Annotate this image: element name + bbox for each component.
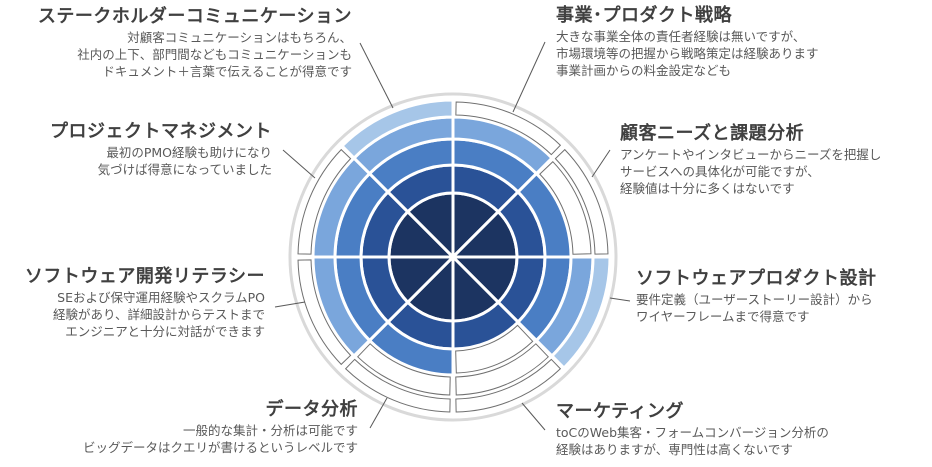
- label-product-design: ソフトウェアプロダクト設計 要件定義（ユーザーストーリー設計）から ワイヤーフレ…: [636, 267, 877, 325]
- skill-cell-empty: [539, 161, 592, 255]
- leader-line: [282, 149, 316, 179]
- skill-cell-filled: [339, 98, 455, 161]
- skill-cell-empty: [455, 324, 534, 374]
- label-desc: エンジニアと十分に対話ができます: [65, 324, 265, 339]
- label-title: ステークホルダーコミュニケーション: [37, 6, 352, 27]
- label-title: 顧客ニーズと課題分析: [620, 123, 805, 144]
- skill-cell-empty: [455, 358, 562, 413]
- label-customer-needs: 顧客ニーズと課題分析 アンケートやインタビューからニーズを把握し サービスへの具…: [620, 122, 881, 197]
- skill-cell-empty: [297, 148, 352, 255]
- label-desc: 最初のPMO経験も助けになり: [106, 145, 272, 160]
- label-title: ソフトウェア開発リテラシー: [24, 266, 265, 287]
- leader-line: [359, 42, 394, 109]
- label-data-analysis: データ分析 一般的な集計・分析は可能です ビッグデータはクエリが書けるというレベ…: [83, 398, 358, 456]
- leader-line: [512, 41, 546, 113]
- label-desc: 経験があり、詳細設計からテストまで: [52, 307, 265, 322]
- label-title: プロジェクトマネジメント: [50, 121, 272, 142]
- label-desc: 一般的な集計・分析は可能です: [182, 423, 358, 438]
- label-stakeholder-communication: ステークホルダーコミュニケーション 対顧客コミュニケーションはもちろん、 社内の…: [38, 5, 352, 80]
- skill-cell-empty: [297, 259, 352, 366]
- label-title: マーケティング: [556, 401, 685, 422]
- leader-line: [591, 149, 611, 178]
- leader-line: [609, 297, 631, 302]
- label-marketing: マーケティング toCのWeb集客・フォームコンバージョン分析の 経験はあります…: [556, 400, 829, 458]
- skill-cell-empty: [455, 343, 549, 396]
- label-title: データ分析: [265, 399, 358, 420]
- label-business-strategy: 事業･プロダクト戦略 大きな事業全体の責任者経験は無いですが、 市場環境等の把握…: [556, 4, 819, 79]
- label-desc: 市場環境等の把握から戦略策定は経験あります: [556, 46, 819, 61]
- skill-cell-filled: [549, 255, 612, 371]
- label-desc: 社内の上下、部門間などもコミュニケーションも: [77, 47, 352, 62]
- label-desc: 経験はありますが、専門性は高くないです: [556, 442, 793, 457]
- label-desc: 大きな事業全体の責任者経験は無いですが、: [556, 29, 806, 44]
- skill-cell-empty: [357, 343, 451, 396]
- label-desc: サービスへの具体化が可能ですが、: [620, 164, 820, 179]
- outer-ring: [288, 92, 618, 422]
- skill-cell-empty: [344, 358, 451, 413]
- skill-cell-empty: [554, 148, 609, 255]
- label-desc: toCのWeb集客・フォームコンバージョン分析の: [556, 425, 829, 440]
- label-desc: SEおよび保守運用経験やスクラムPO: [57, 290, 265, 305]
- label-title: ソフトウェアプロダクト設計: [636, 268, 877, 289]
- label-desc: 事業計画からの料金設定なども: [556, 63, 732, 78]
- label-dev-literacy: ソフトウェア開発リテラシー SEおよび保守運用経験やスクラムPO 経験があり、詳…: [25, 265, 265, 340]
- label-desc: 経験値は十分に多くはないです: [620, 181, 795, 196]
- label-desc: 要件定義（ユーザーストーリー設計）から: [636, 292, 873, 307]
- label-desc: ワイヤーフレームまで得意です: [636, 309, 810, 324]
- label-desc: アンケートやインタビューからニーズを把握し: [620, 147, 882, 162]
- label-desc: 対顧客コミュニケーションはもちろん、: [127, 30, 352, 45]
- label-desc: 気づけば得意になっていました: [97, 162, 272, 177]
- skill-cell-empty: [455, 101, 562, 156]
- label-desc: ドキュメント＋言葉で伝えることが得意です: [102, 64, 352, 79]
- label-desc: ビッグデータはクエリが書けるというレベルです: [82, 440, 358, 455]
- skill-cell-filled: [451, 115, 555, 176]
- leader-line: [369, 397, 388, 429]
- label-project-management: プロジェクトマネジメント 最初のPMO経験も助けになり 気づけば得意になっていま…: [50, 120, 272, 178]
- label-title: 事業･プロダクト戦略: [556, 5, 732, 26]
- leader-line: [521, 402, 546, 431]
- leader-line: [274, 301, 306, 308]
